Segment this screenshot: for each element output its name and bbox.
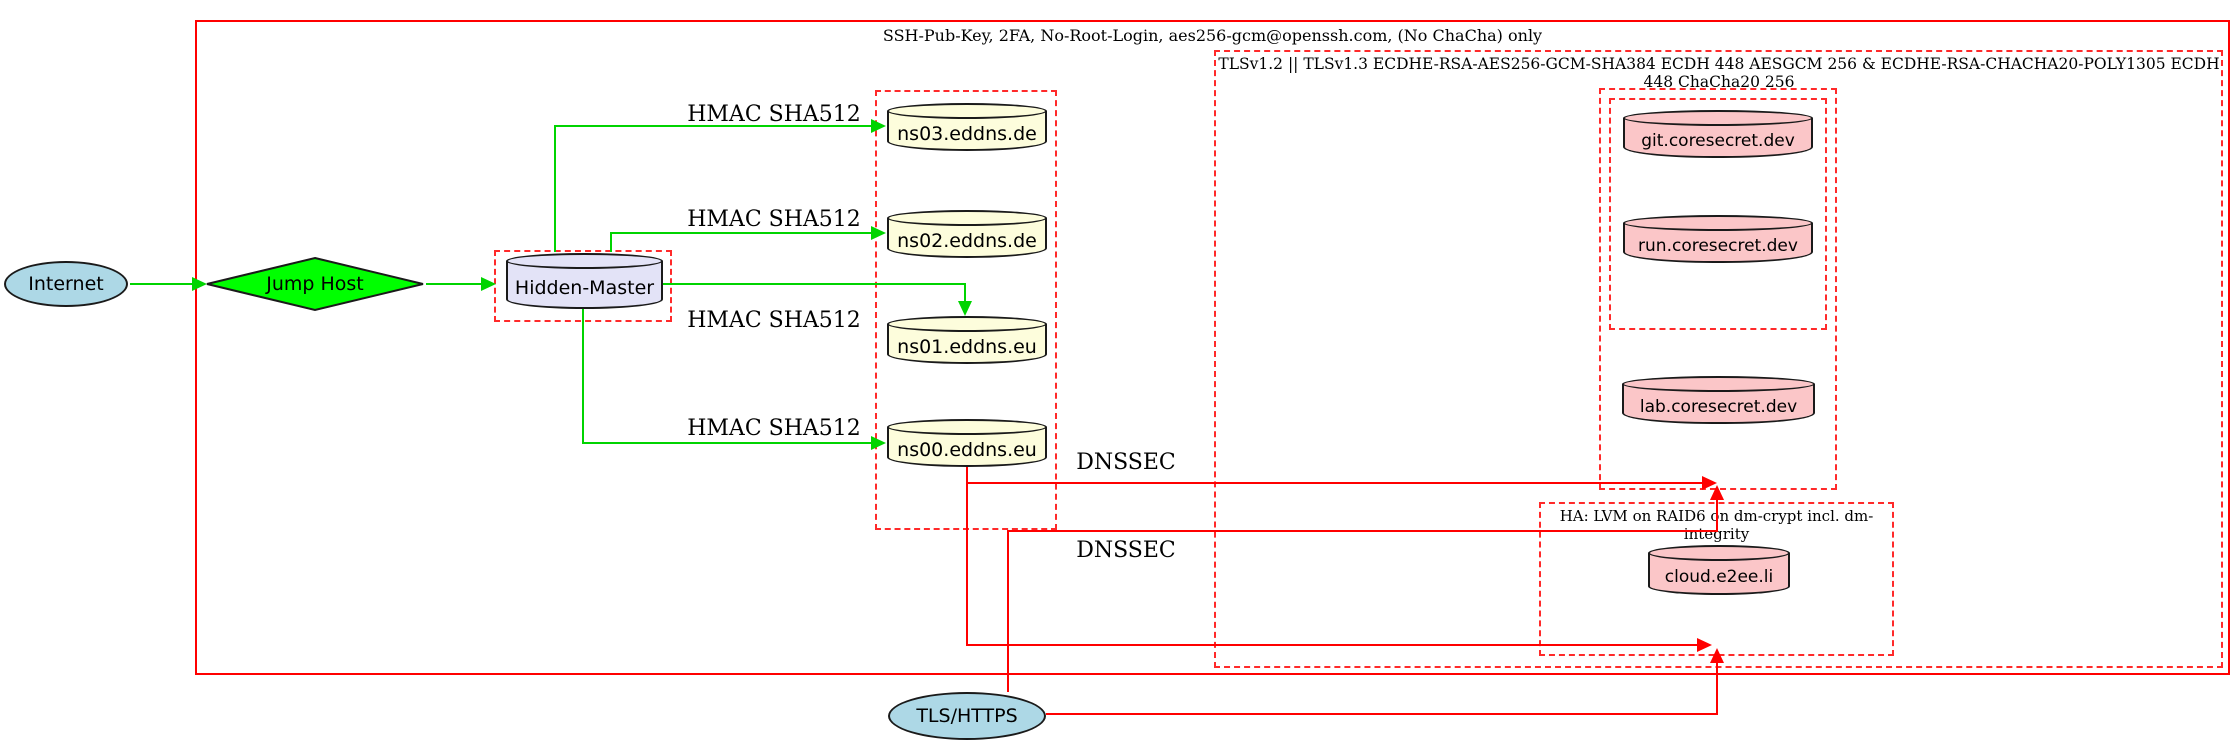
node-jump-host: Jump Host bbox=[205, 256, 425, 312]
edge-hiddenmaster-ns02-vertical bbox=[610, 233, 612, 252]
edge-hiddenmaster-ns03-arrowhead bbox=[871, 119, 886, 133]
edge-hiddenmaster-ns00-vertical bbox=[582, 309, 584, 444]
cylinder-cap bbox=[887, 103, 1047, 119]
edge-dnssec-ha-arrowhead bbox=[1697, 638, 1712, 652]
edge-dnssec-ha-horizontal bbox=[966, 644, 1698, 646]
cylinder-cap bbox=[1623, 110, 1813, 126]
cluster-tls bbox=[1214, 50, 2223, 668]
edge-jumphost-hiddenmaster bbox=[426, 283, 483, 285]
node-ns01: ns01.eddns.eu bbox=[887, 316, 1047, 364]
cylinder-cap bbox=[1622, 376, 1815, 392]
edge-hiddenmaster-ns02-horizontal bbox=[610, 232, 872, 234]
edge-hiddenmaster-ns01-horizontal bbox=[663, 283, 966, 285]
cylinder-cap bbox=[1623, 215, 1813, 231]
edge-tls-coresecret-riser bbox=[1007, 531, 1009, 692]
node-tls-https: TLS/HTTPS bbox=[888, 692, 1046, 740]
edge-label-hmac-ns02: HMAC SHA512 bbox=[687, 207, 861, 232]
node-lab: lab.coresecret.dev bbox=[1622, 376, 1815, 424]
edge-tls-ha-vertical bbox=[1716, 661, 1718, 715]
ssh-perimeter-label: SSH-Pub-Key, 2FA, No-Root-Login, aes256-… bbox=[882, 26, 1543, 45]
node-ns00: ns00.eddns.eu bbox=[887, 419, 1047, 467]
node-ns01-label: ns01.eddns.eu bbox=[897, 336, 1037, 358]
node-cloud-label: cloud.e2ee.li bbox=[1664, 567, 1774, 587]
edge-hiddenmaster-ns00-horizontal bbox=[582, 442, 872, 444]
edge-label-dnssec-ha: DNSSEC bbox=[1076, 538, 1176, 563]
cylinder-cap bbox=[887, 210, 1047, 226]
edge-tls-coresecret-vertical bbox=[1716, 498, 1718, 532]
edge-jumphost-hiddenmaster-arrowhead bbox=[481, 277, 496, 291]
node-ns03-label: ns03.eddns.de bbox=[897, 123, 1037, 145]
cluster-ssh-perimeter bbox=[195, 20, 2230, 675]
node-hidden-master: Hidden-Master bbox=[506, 253, 663, 309]
node-internet: Internet bbox=[4, 261, 128, 307]
node-run: run.coresecret.dev bbox=[1623, 215, 1813, 263]
node-lab-label: lab.coresecret.dev bbox=[1639, 397, 1798, 417]
cylinder-cap bbox=[887, 316, 1047, 332]
node-git-label: git.coresecret.dev bbox=[1641, 131, 1795, 151]
edge-tls-ha-horizontal bbox=[1046, 713, 1718, 715]
cluster-git-run bbox=[1609, 98, 1827, 330]
node-ns02-label: ns02.eddns.de bbox=[897, 230, 1037, 252]
cylinder-cap bbox=[887, 419, 1047, 435]
edge-hiddenmaster-ns03-horizontal bbox=[554, 125, 872, 127]
node-internet-label: Internet bbox=[28, 273, 104, 295]
edge-internet-jumphost bbox=[130, 283, 194, 285]
edge-hiddenmaster-ns03-vertical bbox=[554, 126, 556, 252]
edge-dnssec-vertical bbox=[966, 466, 968, 646]
cylinder-cap bbox=[506, 253, 663, 269]
node-run-label: run.coresecret.dev bbox=[1638, 236, 1798, 256]
edge-hiddenmaster-ns01-vertical bbox=[964, 283, 966, 302]
edge-tls-coresecret-arrowhead bbox=[1710, 485, 1724, 500]
edge-label-hmac-ns00: HMAC SHA512 bbox=[687, 416, 861, 441]
node-cloud: cloud.e2ee.li bbox=[1648, 545, 1790, 595]
node-ns02: ns02.eddns.de bbox=[887, 210, 1047, 258]
edge-hiddenmaster-ns02-arrowhead bbox=[871, 226, 886, 240]
edge-label-hmac-ns03: HMAC SHA512 bbox=[687, 102, 861, 127]
node-ns03: ns03.eddns.de bbox=[887, 103, 1047, 151]
edge-tls-coresecret-horizontal bbox=[1007, 530, 1718, 532]
edge-dnssec-coresecret-horizontal bbox=[966, 482, 1703, 484]
cylinder-cap bbox=[1648, 545, 1790, 561]
edge-hiddenmaster-ns00-arrowhead bbox=[871, 436, 886, 450]
edge-label-dnssec-coresecret: DNSSEC bbox=[1076, 450, 1176, 475]
node-tls-https-label: TLS/HTTPS bbox=[916, 705, 1018, 727]
cylinder-body bbox=[887, 427, 1047, 467]
edge-label-hmac-ns01: HMAC SHA512 bbox=[687, 308, 861, 333]
edge-hiddenmaster-ns01-arrowhead bbox=[958, 301, 972, 316]
cylinder-body bbox=[506, 261, 663, 309]
edge-internet-jumphost-arrowhead bbox=[192, 277, 207, 291]
node-jump-host-label: Jump Host bbox=[266, 273, 364, 295]
jump-host-diamond-shape bbox=[206, 256, 424, 312]
node-hidden-master-label: Hidden-Master bbox=[514, 277, 655, 299]
edge-tls-ha-arrowhead bbox=[1710, 648, 1724, 663]
node-ns00-label: ns00.eddns.eu bbox=[897, 439, 1037, 461]
node-git: git.coresecret.dev bbox=[1623, 110, 1813, 158]
tls-cluster-label: TLSv1.2 || TLSv1.3 ECDHE-RSA-AES256-GCM-… bbox=[1218, 55, 2220, 91]
